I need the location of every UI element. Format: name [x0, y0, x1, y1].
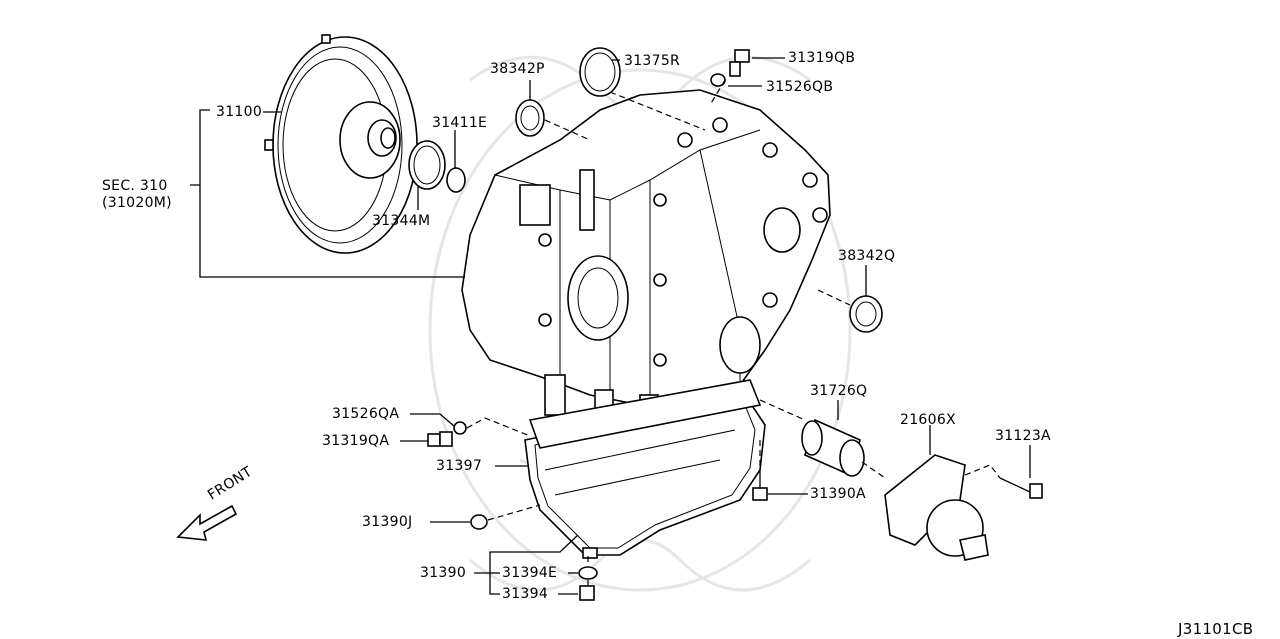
plug-31319QB[interactable] [729, 49, 750, 77]
label-section-line2[interactable]: (31020M) [102, 195, 172, 211]
front-arrow-icon [176, 504, 238, 541]
label-31394[interactable]: 31394 [502, 586, 549, 602]
label-31726Q[interactable]: 31726Q [810, 383, 868, 399]
label-31411E[interactable]: 31411E [432, 115, 488, 131]
torque-converter[interactable] [264, 34, 418, 254]
plug-31319QA[interactable] [427, 431, 453, 447]
bolt-31123A[interactable] [999, 477, 1043, 499]
label-31526QA[interactable]: 31526QA [332, 406, 400, 422]
oil-cooler-21606X[interactable] [884, 454, 989, 561]
bolt-31390A[interactable] [752, 470, 768, 501]
label-31344M[interactable]: 31344M [372, 213, 431, 229]
plug-31390J[interactable] [470, 514, 488, 530]
leader-lines [190, 57, 1031, 595]
drain-plug-31394[interactable] [579, 585, 595, 601]
label-31100[interactable]: 31100 [216, 104, 263, 120]
o-ring-31411E[interactable] [446, 167, 466, 193]
label-section-line1[interactable]: SEC. 310 [102, 178, 168, 194]
label-31319QA[interactable]: 31319QA [322, 433, 390, 449]
seal-38342Q[interactable] [849, 295, 883, 333]
label-31390J[interactable]: 31390J [362, 514, 413, 530]
label-31394E[interactable]: 31394E [502, 565, 558, 581]
label-31123A[interactable]: 31123A [995, 428, 1051, 444]
assembly-lines [466, 79, 1001, 586]
label-31319QB[interactable]: 31319QB [788, 50, 856, 66]
label-31375R[interactable]: 31375R [624, 53, 681, 69]
seal-31375R[interactable] [579, 47, 621, 97]
washer-31394E[interactable] [578, 566, 598, 580]
label-21606X[interactable]: 21606X [900, 412, 956, 428]
washer-31526QA[interactable] [453, 421, 467, 435]
oil-filter-31726Q[interactable] [801, 418, 865, 477]
seal-38342P[interactable] [515, 99, 545, 137]
label-38342P[interactable]: 38342P [490, 61, 545, 77]
label-31390A[interactable]: 31390A [810, 486, 866, 502]
gasket-31397[interactable] [528, 379, 762, 449]
diagram-code: J31101CB [1178, 620, 1254, 638]
seal-31344M[interactable] [408, 140, 446, 190]
label-38342Q[interactable]: 38342Q [838, 248, 896, 264]
label-31390[interactable]: 31390 [420, 565, 467, 581]
transmission-case[interactable] [461, 89, 831, 424]
label-31526QB[interactable]: 31526QB [766, 79, 834, 95]
label-31397[interactable]: 31397 [436, 458, 483, 474]
